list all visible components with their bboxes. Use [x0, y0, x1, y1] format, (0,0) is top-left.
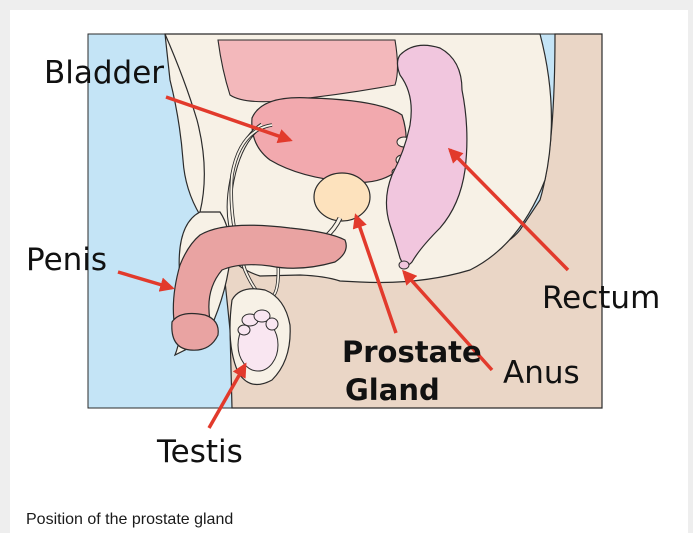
penis-label: Penis — [26, 245, 107, 276]
bladder-label: Bladder — [44, 58, 164, 89]
figure-caption: Position of the prostate gland — [26, 511, 233, 529]
prostate-organ — [314, 173, 370, 221]
testis-organ — [238, 310, 278, 371]
rectum-label: Rectum — [542, 283, 660, 314]
testis-label: Testis — [157, 437, 243, 468]
prostate-label-line2: Gland — [345, 376, 440, 405]
anus-label: Anus — [503, 358, 580, 389]
anus-organ — [399, 261, 409, 269]
glans — [172, 314, 218, 351]
prostate-label-line1: Prostate — [342, 338, 482, 367]
